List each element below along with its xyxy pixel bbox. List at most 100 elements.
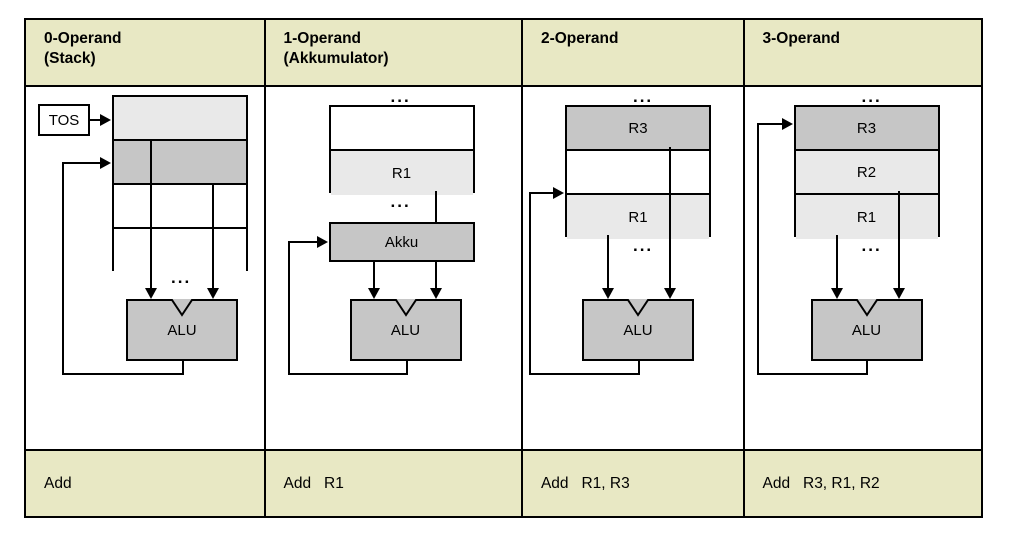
stack-cell bbox=[114, 97, 246, 141]
instruction-two-operand: Add R1, R3 bbox=[522, 449, 743, 516]
operand-b-line-three-operand bbox=[897, 191, 900, 292]
column-header-accumulator: 1-Operand (Akkumulator) bbox=[265, 20, 521, 87]
operand-a-arrow-stack bbox=[145, 288, 157, 299]
operand-a-line-three-operand bbox=[835, 235, 838, 292]
operand-a-line-accumulator bbox=[372, 260, 375, 292]
diagram-two-operand: ... R3 R1 ... A bbox=[522, 87, 743, 449]
instruction-stack: Add bbox=[26, 449, 264, 516]
alu-three-operand: ALU bbox=[810, 299, 923, 361]
accumulator-label: Akku bbox=[384, 233, 419, 251]
column-header-two-operand: 2-Operand bbox=[522, 20, 743, 87]
register-file-bottom-ellipsis: ... bbox=[632, 236, 654, 255]
tos-arrow-head bbox=[100, 114, 111, 126]
register-file-top-ellipsis: ... bbox=[861, 87, 882, 106]
writeback-arrow-line-three-operand bbox=[756, 123, 784, 125]
register-cell-label: R2 bbox=[856, 163, 877, 181]
operand-a-line-two-operand bbox=[606, 235, 609, 292]
operand-b-arrow-three-operand bbox=[892, 288, 905, 299]
writeback-arrow-head-three-operand bbox=[781, 118, 793, 130]
register-cell: R1 bbox=[566, 195, 709, 239]
alu-shape bbox=[126, 299, 238, 361]
register-file-accumulator: R1 bbox=[328, 105, 475, 195]
operand-b-line-stack bbox=[212, 183, 214, 292]
register-cell bbox=[566, 151, 709, 195]
register-cell-label: R1 bbox=[628, 208, 648, 226]
operand-a-arrow-two-operand bbox=[601, 288, 614, 299]
register-cell: R3 bbox=[795, 107, 938, 151]
instruction-three-operand: Add R3, R1, R2 bbox=[744, 449, 981, 516]
writeback-arrow-head-two-operand bbox=[552, 187, 564, 199]
writeback-arrow-bottom-stack bbox=[62, 373, 184, 375]
operand-b-arrow-stack bbox=[207, 288, 219, 299]
operand-b-arrow-two-operand bbox=[663, 288, 676, 299]
writeback-arrow-bottom-accumulator bbox=[287, 373, 408, 375]
header-line-2: (Akkumulator) bbox=[283, 50, 389, 67]
writeback-arrow-line-two-operand bbox=[528, 192, 555, 194]
alu-label: ALU bbox=[623, 322, 653, 340]
alu-accumulator: ALU bbox=[349, 299, 462, 361]
register-cell: R3 bbox=[566, 107, 709, 151]
column-header-stack: 0-Operand (Stack) bbox=[26, 20, 264, 87]
writeback-arrow-head-stack bbox=[100, 157, 111, 169]
writeback-arrow-bottom-two-operand bbox=[528, 373, 640, 375]
operand-a-line-stack bbox=[150, 141, 152, 292]
writeback-arrow-line-accumulator bbox=[287, 241, 318, 243]
alu-label: ALU bbox=[167, 322, 197, 340]
tos-label: TOS bbox=[48, 111, 80, 129]
alu-label: ALU bbox=[390, 322, 421, 340]
register-cell: R2 bbox=[795, 151, 938, 195]
column-accumulator: 1-Operand (Akkumulator) ... R1 ... Akku bbox=[265, 20, 523, 516]
register-cell: R1 bbox=[330, 151, 473, 195]
operand-b-line-two-operand bbox=[668, 147, 671, 292]
header-line-1: 3-Operand bbox=[762, 30, 841, 47]
register-cell-label: R1 bbox=[391, 164, 412, 182]
register-file-bottom-ellipsis: ... bbox=[861, 236, 882, 255]
register-cell-label: R1 bbox=[856, 208, 877, 226]
instruction-accumulator: Add R1 bbox=[265, 449, 521, 516]
writeback-arrow-riser-two-operand bbox=[528, 192, 531, 375]
header-line-1: 0-Operand bbox=[44, 30, 122, 47]
writeback-arrow-riser-stack bbox=[62, 162, 64, 375]
register-file-top-ellipsis: ... bbox=[632, 87, 654, 106]
operand-a-arrow-accumulator bbox=[367, 288, 380, 299]
register-file-two-operand: R3 R1 bbox=[564, 105, 711, 239]
diagram-three-operand: ... R3 R2 R1 ... bbox=[744, 87, 981, 449]
alu-two-operand: ALU bbox=[581, 299, 694, 361]
register-cell-label: R3 bbox=[856, 119, 877, 137]
writeback-arrow-riser-three-operand bbox=[756, 123, 759, 375]
register-cell: R1 bbox=[795, 195, 938, 239]
writeback-arrow-bottom-three-operand bbox=[756, 373, 868, 375]
writeback-arrow-head-accumulator bbox=[316, 236, 328, 248]
stack-cell bbox=[114, 229, 246, 273]
alu-shape bbox=[349, 299, 462, 361]
writeback-arrow-line-stack bbox=[62, 162, 104, 164]
stack-cells bbox=[112, 95, 248, 273]
alu-shape bbox=[810, 299, 923, 361]
alu-shape bbox=[581, 299, 694, 361]
alu-label: ALU bbox=[851, 322, 882, 340]
header-line-1: 1-Operand bbox=[283, 30, 362, 47]
column-three-operand: 3-Operand ... R3 R2 R1 ... bbox=[744, 20, 981, 516]
writeback-arrow-riser-accumulator bbox=[287, 241, 290, 375]
register-file-bottom-ellipsis: ... bbox=[390, 192, 411, 211]
header-line-1: 2-Operand bbox=[540, 30, 619, 47]
column-stack: 0-Operand (Stack) TOS bbox=[26, 20, 266, 516]
diagram-accumulator: ... R1 ... Akku bbox=[265, 87, 521, 449]
register-cell bbox=[330, 107, 473, 151]
register-cell-label: R3 bbox=[628, 119, 648, 137]
diagram-stack: TOS ... bbox=[26, 87, 264, 449]
register-file-top-ellipsis: ... bbox=[390, 87, 411, 106]
header-line-2: (Stack) bbox=[44, 50, 96, 67]
stack-cell bbox=[114, 185, 246, 229]
stack-cell bbox=[114, 141, 246, 185]
alu-stack: ALU bbox=[126, 299, 238, 361]
tos-arrow-line bbox=[90, 119, 104, 121]
column-header-three-operand: 3-Operand bbox=[744, 20, 981, 87]
tos-label-box: TOS bbox=[38, 104, 90, 136]
stack-ellipsis: ... bbox=[171, 268, 192, 287]
operand-b-arrow-accumulator bbox=[429, 288, 442, 299]
register-file-three-operand: R3 R2 R1 bbox=[793, 105, 940, 239]
column-two-operand: 2-Operand ... R3 R1 ... bbox=[522, 20, 745, 516]
operand-format-table: 0-Operand (Stack) TOS bbox=[24, 18, 983, 518]
operand-a-arrow-three-operand bbox=[830, 288, 843, 299]
